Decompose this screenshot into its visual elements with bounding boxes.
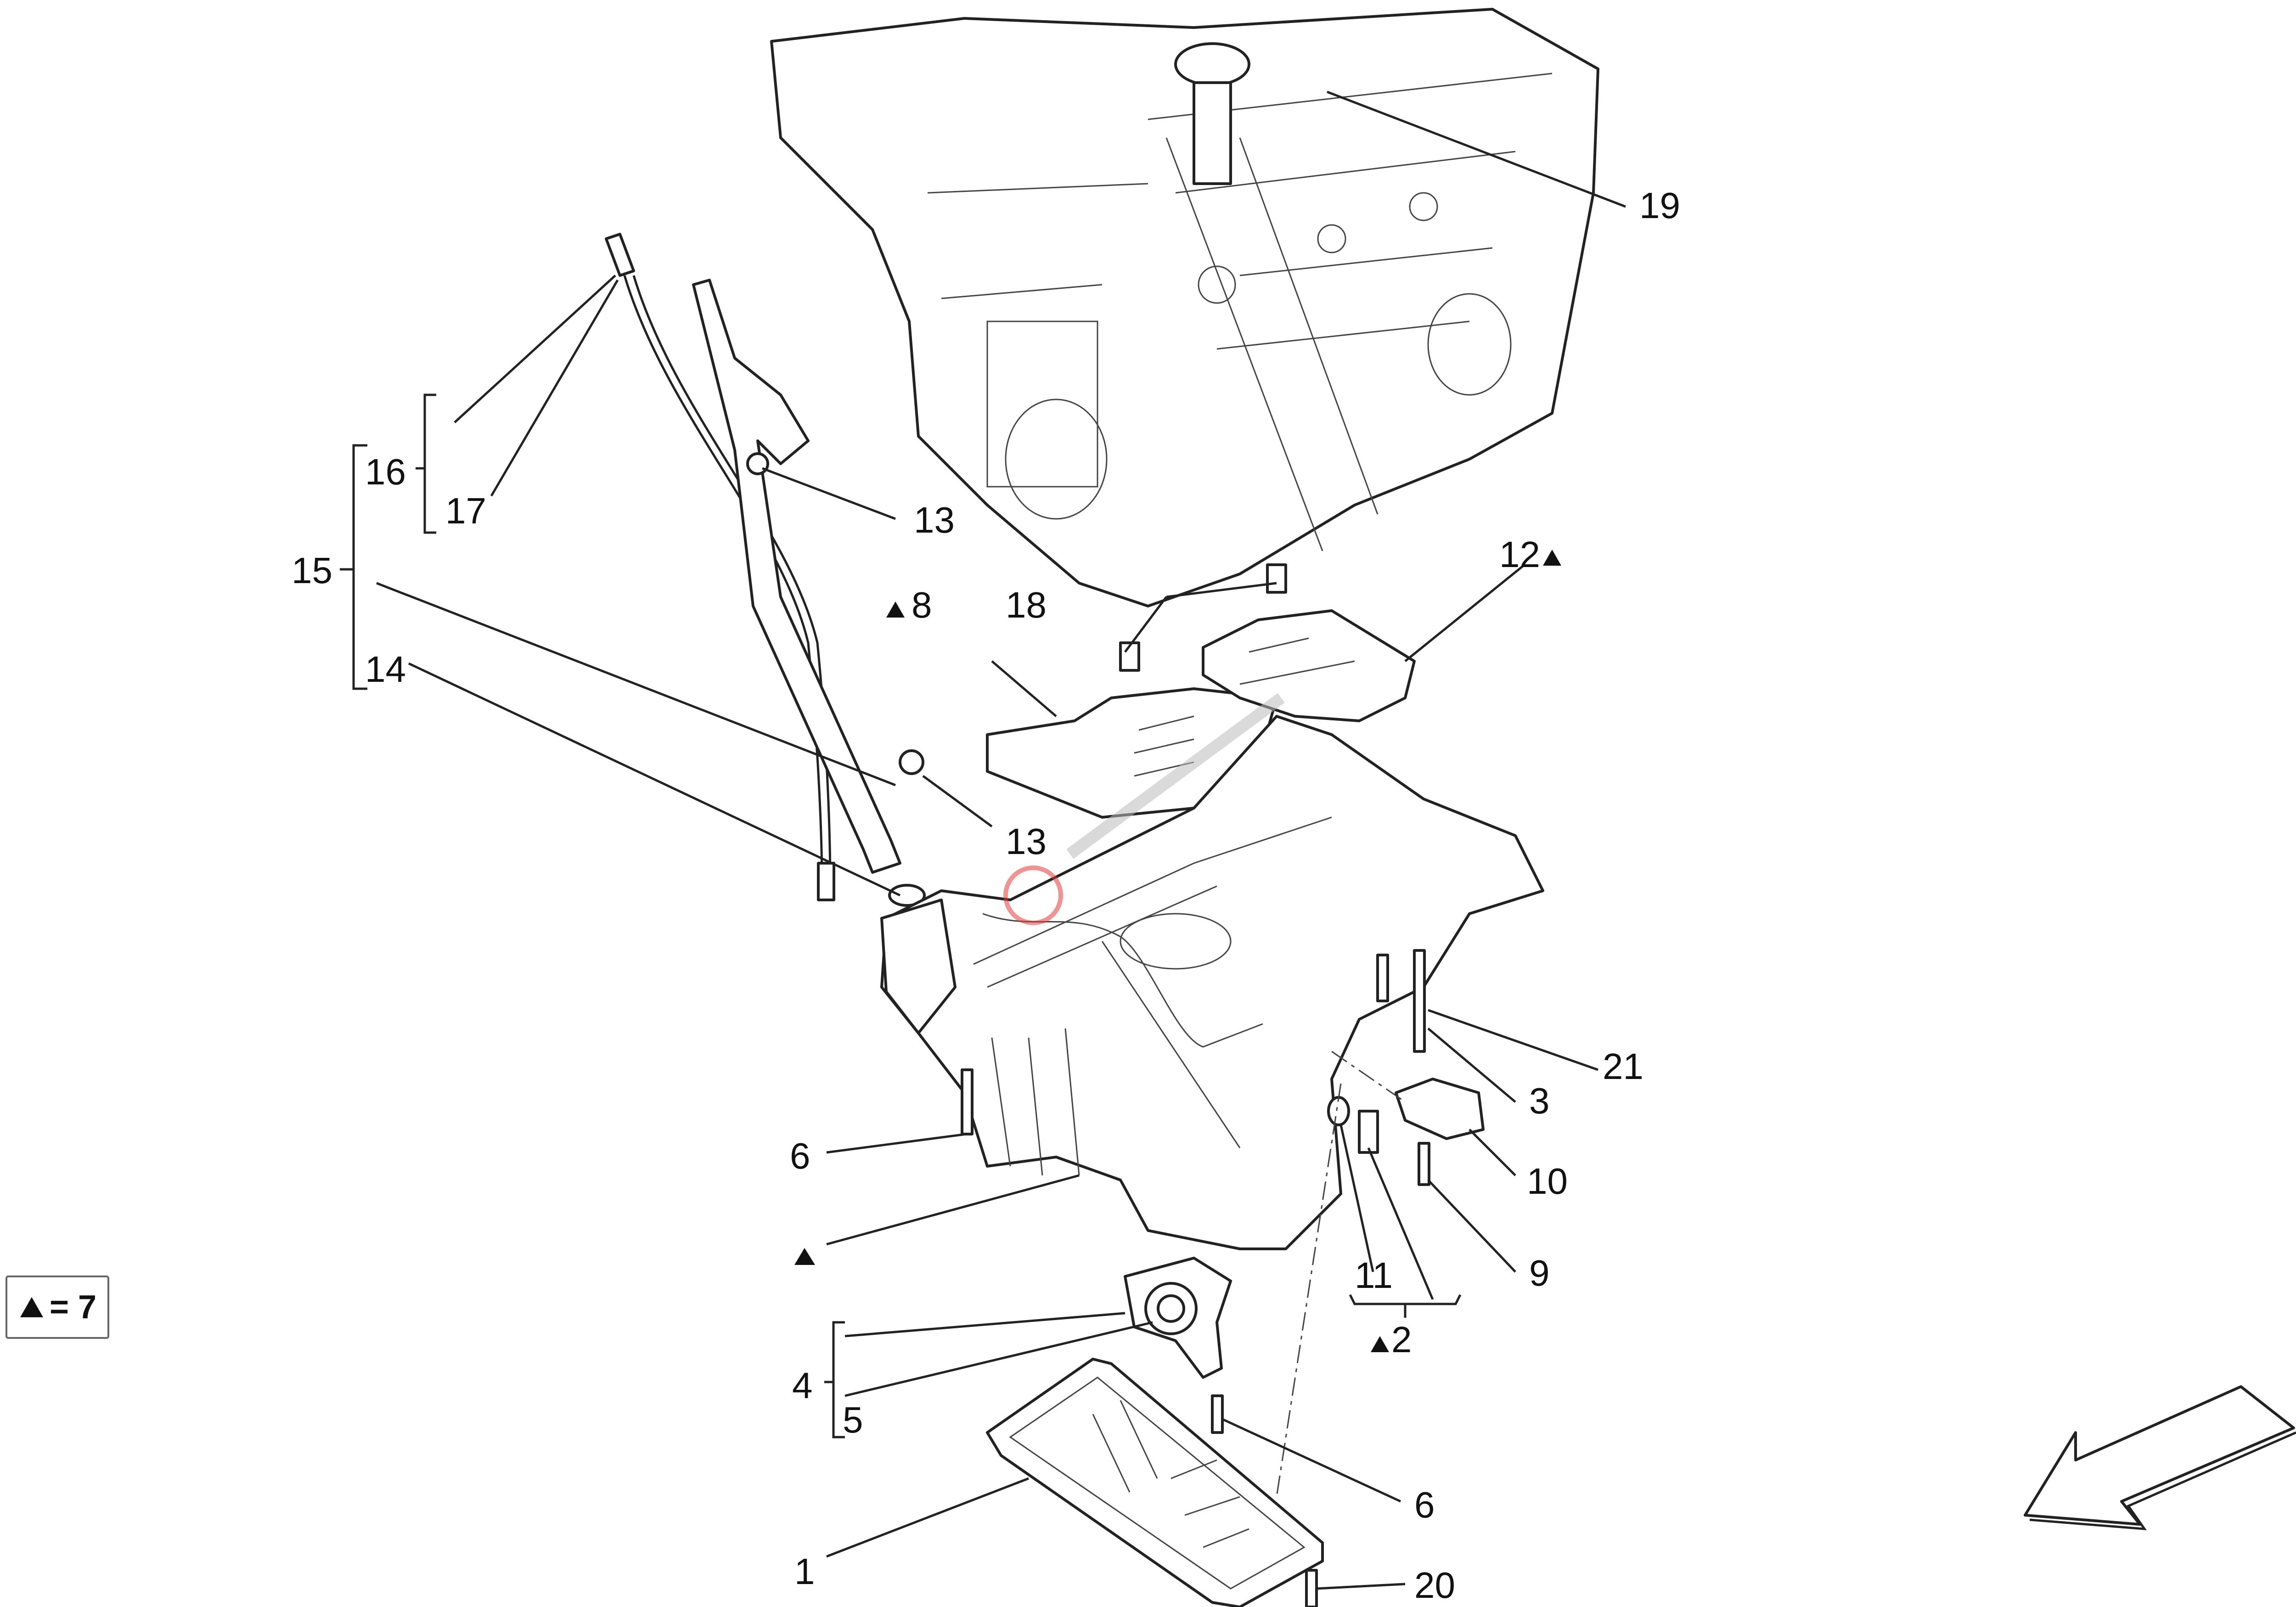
- label-19: 19: [1639, 185, 1680, 226]
- dipstick-tube: [692, 279, 926, 907]
- label-18: 18: [1006, 584, 1047, 625]
- label-2: 2: [1391, 1319, 1412, 1360]
- callout-labels: 19 16 17 15 14 13 13 8 18 12 21 3 10 9 1…: [292, 185, 1680, 1606]
- bracket-16: [416, 393, 436, 534]
- watermark-logo: [1003, 693, 1285, 925]
- label-12: 12: [1499, 534, 1540, 575]
- label-13a: 13: [914, 500, 955, 540]
- lower-oil-pan: [986, 1358, 1324, 1607]
- oil-strainer: [1124, 1257, 1232, 1379]
- label-5: 5: [843, 1399, 863, 1440]
- axis-line: [1276, 1083, 1342, 1497]
- label-8: 8: [912, 584, 932, 625]
- label-1: 1: [794, 1551, 815, 1592]
- label-11: 11: [1355, 1255, 1393, 1296]
- label-4: 4: [792, 1365, 813, 1406]
- triangle-markers: [794, 550, 1561, 1352]
- legend-text: = 7: [49, 1289, 97, 1326]
- bolts-18: [1119, 563, 1287, 672]
- label-9: 9: [1529, 1253, 1550, 1293]
- label-3: 3: [1529, 1080, 1550, 1121]
- label-13b: 13: [1006, 821, 1047, 862]
- label-6b: 6: [1414, 1484, 1435, 1525]
- oil-sump: [880, 715, 1544, 1250]
- label-10: 10: [1527, 1161, 1568, 1202]
- label-17: 17: [445, 490, 486, 531]
- dipstick: [605, 233, 835, 901]
- engine-block: [770, 8, 1599, 607]
- label-16: 16: [365, 451, 406, 492]
- leader-lines: [376, 90, 1626, 1590]
- direction-arrow: [2024, 1385, 2296, 1530]
- bracket-4: [824, 1321, 845, 1438]
- triangle-marker-sump: [794, 1248, 815, 1265]
- triangle-marker-legend: [20, 1297, 43, 1317]
- bracket-2: [1349, 1294, 1462, 1318]
- legend-box: = 7: [6, 1275, 109, 1339]
- label-21: 21: [1603, 1046, 1643, 1087]
- triangle-marker-8: [886, 601, 905, 618]
- label-15: 15: [292, 550, 332, 591]
- small-parts: [961, 949, 1485, 1607]
- triangle-marker-2: [1371, 1336, 1389, 1352]
- baffle-plate-12: [1202, 609, 1416, 722]
- axis-line-2: [1331, 1051, 1406, 1103]
- triangle-marker-12: [1543, 550, 1561, 566]
- bracket-15: [340, 444, 367, 690]
- label-14: 14: [365, 649, 406, 690]
- label-20: 20: [1414, 1565, 1455, 1606]
- label-6a: 6: [790, 1135, 810, 1176]
